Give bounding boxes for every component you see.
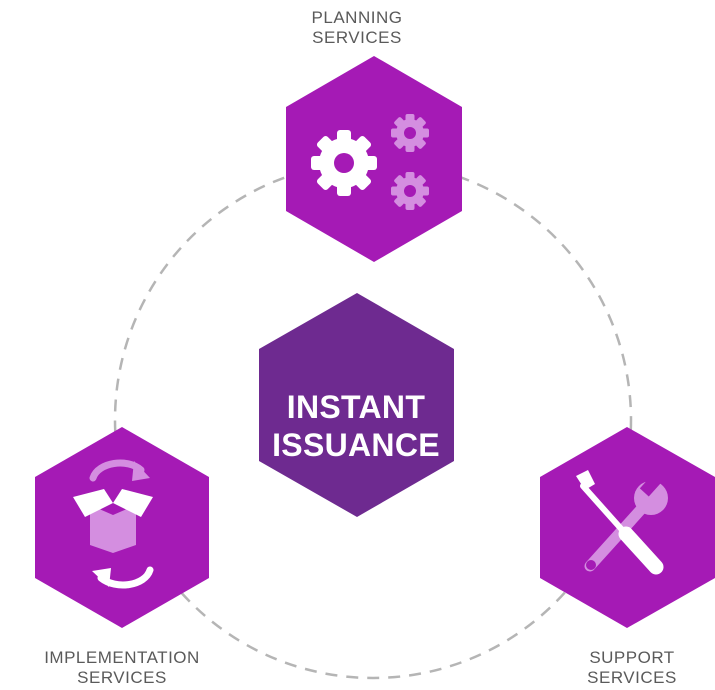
screwdriver-wrench-icon (576, 470, 668, 575)
implementation-node (35, 427, 209, 628)
center-title-line1: INSTANT (286, 389, 426, 425)
gears-icon (311, 114, 429, 210)
box-refresh-icon (73, 459, 154, 589)
implementation-label: IMPLEMENTATION SERVICES (0, 648, 244, 688)
support-label: SUPPORT SERVICES (552, 648, 712, 688)
implementation-label-line1: IMPLEMENTATION (44, 648, 200, 667)
planning-label-line1: PLANNING (311, 8, 403, 27)
planning-label-line2: SERVICES (312, 28, 402, 47)
center-title: INSTANT ISSUANCE (256, 388, 456, 464)
planning-node (286, 56, 462, 262)
support-label-line1: SUPPORT (589, 648, 675, 667)
support-node (540, 427, 715, 628)
support-label-line2: SERVICES (587, 668, 677, 687)
implementation-label-line2: SERVICES (77, 668, 167, 687)
center-title-line2: ISSUANCE (272, 427, 440, 463)
planning-label: PLANNING SERVICES (277, 8, 437, 48)
center-hexagon (259, 293, 454, 517)
connector-circle (113, 160, 633, 680)
